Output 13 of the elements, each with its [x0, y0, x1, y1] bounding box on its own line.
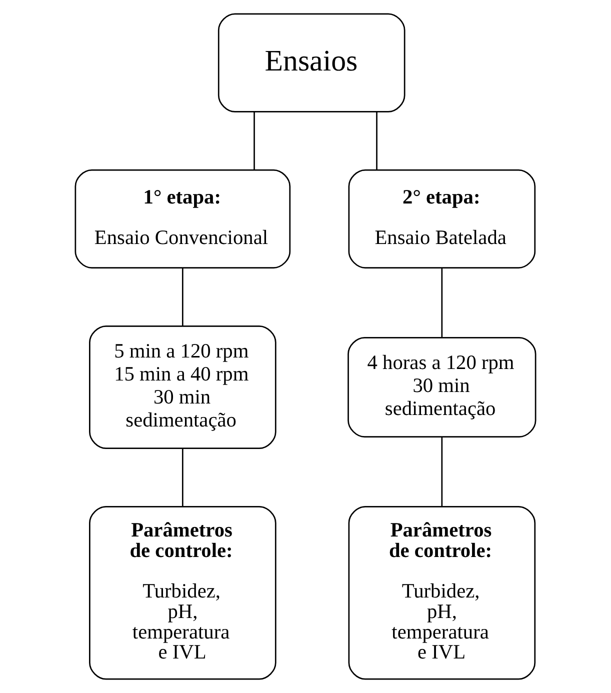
- connector: [441, 268, 443, 338]
- node-box: 2° etapa: Ensaio Batelada: [348, 169, 536, 268]
- connector: [376, 112, 378, 170]
- node-box: 5 min a 120 rpm 15 min a 40 rpm 30 min sedimentação: [89, 325, 276, 449]
- node-box: 1° etapa: Ensaio Convencional: [74, 169, 291, 268]
- node-box: Parâmetros de controle: Turbidez, pH, temperatura e IVL: [348, 506, 536, 680]
- connector: [182, 268, 184, 326]
- connector: [441, 437, 443, 507]
- node-box: Ensaios: [218, 13, 406, 112]
- connector: [254, 112, 255, 170]
- node-box: Parâmetros de controle: Turbidez, pH, temperatura e IVL: [89, 506, 276, 680]
- connector: [182, 448, 184, 506]
- node-box: 4 horas a 120 rpm 30 min sedimentação: [348, 337, 536, 438]
